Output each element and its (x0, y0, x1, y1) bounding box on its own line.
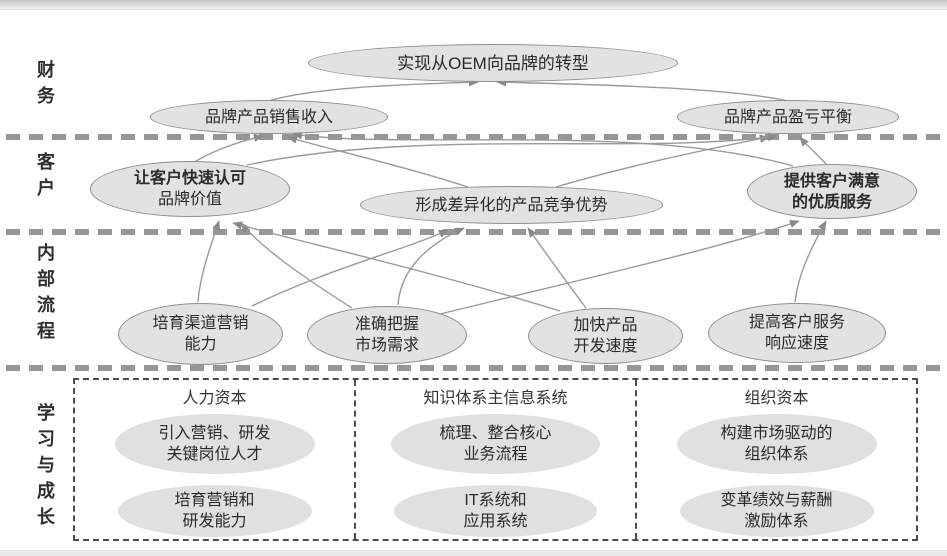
node-oem-transformation: 实现从OEM向品牌的转型 (308, 44, 678, 82)
node-label-line2: 组织体系 (744, 446, 809, 463)
node-label-line1: 加快产品 (573, 317, 638, 334)
perspective-label-learning-growth: 学习与成长 (35, 403, 55, 533)
node-grasp-market-demand: 准确把握 市场需求 (307, 306, 467, 364)
node-label-line2: 市场需求 (354, 337, 419, 354)
node-label: 品牌产品盈亏平衡 (723, 108, 852, 126)
node-label-line2: 能力 (184, 336, 217, 353)
node-label-line1: IT系统和 (464, 492, 527, 509)
node-recruit-key-talent: 引入营销、研发 关键岗位人才 (114, 414, 315, 474)
node-reform-performance-compensation: 变革绩效与薪酬 激励体系 (679, 485, 874, 537)
column-header: 知识体系主信息系统 (423, 390, 568, 407)
node-label-line1: 培育营销和 (174, 492, 255, 509)
node-label-line2: 研发能力 (182, 513, 247, 530)
node-label: 品牌产品销售收入 (204, 108, 333, 126)
node-label: 实现从OEM向品牌的转型 (397, 53, 589, 73)
node-label-line2: 的优质服务 (791, 193, 872, 211)
node-label-line1: 引入营销、研发 (158, 425, 271, 442)
node-market-driven-organization: 构建市场驱动的 组织体系 (676, 414, 877, 474)
node-customer-satisfaction-service: 提供客户满意 的优质服务 (747, 164, 917, 219)
node-label-line1: 提高客户服务 (748, 314, 845, 331)
learning-growth-box: 人力资本 引入营销、研发 关键岗位人才 培育营销和 研发能力 知识体系主信息系统… (73, 378, 918, 541)
node-integrate-core-processes: 梳理、整合核心 业务流程 (391, 414, 600, 474)
top-window-edge (0, 0, 947, 10)
divider-process-learning (6, 365, 940, 371)
node-label-line2: 应用系统 (463, 513, 528, 530)
node-develop-marketing-rd-capability: 培育营销和 研发能力 (117, 485, 312, 537)
node-brand-sales-revenue: 品牌产品销售收入 (150, 100, 388, 134)
node-improve-service-response: 提高客户服务 响应速度 (708, 303, 886, 363)
node-brand-breakeven: 品牌产品盈亏平衡 (677, 100, 899, 134)
node-label-line1: 构建市场驱动的 (720, 425, 833, 442)
node-label-line1: 变革绩效与薪酬 (720, 492, 833, 509)
node-label-line1: 准确把握 (354, 316, 419, 333)
node-label-line1: 提供客户满意 (783, 172, 880, 190)
perspective-label-customer: 客户 (35, 152, 55, 204)
column-human-capital: 人力资本 引入营销、研发 关键岗位人才 培育营销和 研发能力 (75, 380, 354, 539)
node-channel-marketing-capability: 培育渠道营销 能力 (118, 303, 283, 365)
node-label: 形成差异化的产品竞争优势 (415, 196, 608, 214)
perspective-label-finance: 财务 (35, 60, 55, 112)
node-label-line2: 品牌价值 (157, 191, 222, 208)
node-label-line1: 梳理、整合核心 (439, 425, 552, 442)
node-customer-brand-recognition: 让客户快速认可 品牌价值 (90, 161, 290, 217)
node-accelerate-product-development: 加快产品 开发速度 (528, 308, 683, 364)
node-label-line2: 激励体系 (744, 513, 809, 530)
node-label-line2: 响应速度 (764, 335, 829, 352)
column-knowledge-information-system: 知识体系主信息系统 梳理、整合核心 业务流程 IT系统和 应用系统 (354, 380, 635, 539)
column-header: 组织资本 (744, 390, 809, 407)
node-differentiated-competitive-advantage: 形成差异化的产品竞争优势 (360, 186, 663, 224)
node-label-line1: 让客户快速认可 (133, 170, 246, 187)
divider-finance-customer (6, 134, 940, 140)
divider-customer-process (6, 229, 940, 235)
perspective-label-internal-process: 内部流程 (35, 243, 55, 347)
node-label-line1: 培育渠道营销 (152, 315, 249, 332)
node-label-line2: 关键岗位人才 (166, 446, 263, 463)
node-label-line2: 开发速度 (573, 338, 638, 355)
column-organizational-capital: 组织资本 构建市场驱动的 组织体系 变革绩效与薪酬 激励体系 (635, 380, 916, 539)
column-header: 人力资本 (182, 390, 247, 407)
node-it-application-systems: IT系统和 应用系统 (394, 485, 597, 537)
bottom-page-edge (0, 550, 947, 556)
node-label-line2: 业务流程 (463, 446, 528, 463)
